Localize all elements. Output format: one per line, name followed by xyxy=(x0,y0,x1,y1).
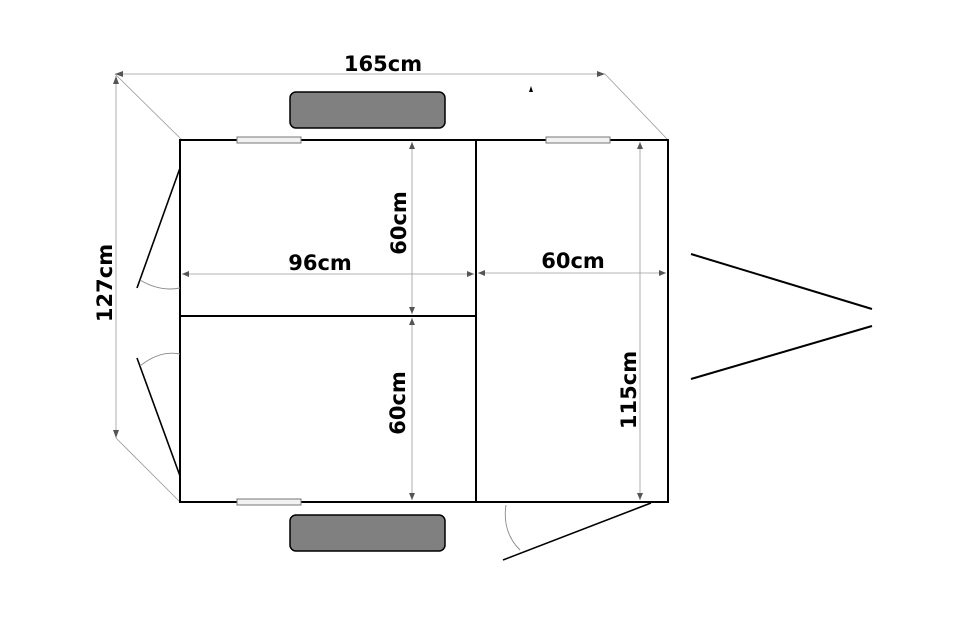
hinge-top-right xyxy=(545,136,611,144)
right-length-label: 60cm xyxy=(541,249,605,273)
total-width-label: 127cm xyxy=(93,244,117,322)
trailer-outline xyxy=(179,139,669,503)
arrow-mark xyxy=(529,86,533,92)
hinge-bottom-left xyxy=(236,498,302,506)
top-wheel xyxy=(289,91,446,129)
total-width-dimension xyxy=(113,76,181,503)
left-length-dimension xyxy=(182,271,474,277)
bottom-width-label: 60cm xyxy=(386,371,410,435)
total-length-dimension xyxy=(114,71,669,141)
rear-doors xyxy=(136,167,181,477)
tow-hitch xyxy=(690,253,873,380)
right-width-label: 115cm xyxy=(617,351,641,429)
bottom-wheel xyxy=(289,514,446,552)
bottom-width-dimension xyxy=(409,318,415,500)
top-width-dimension xyxy=(409,142,415,314)
right-width-dimension xyxy=(637,142,643,500)
top-width-label: 60cm xyxy=(387,191,411,255)
hinge-top-left xyxy=(236,136,302,144)
total-length-label: 165cm xyxy=(344,52,422,76)
left-length-label: 96cm xyxy=(288,251,352,275)
side-door xyxy=(502,502,652,561)
right-length-dimension xyxy=(478,270,666,276)
